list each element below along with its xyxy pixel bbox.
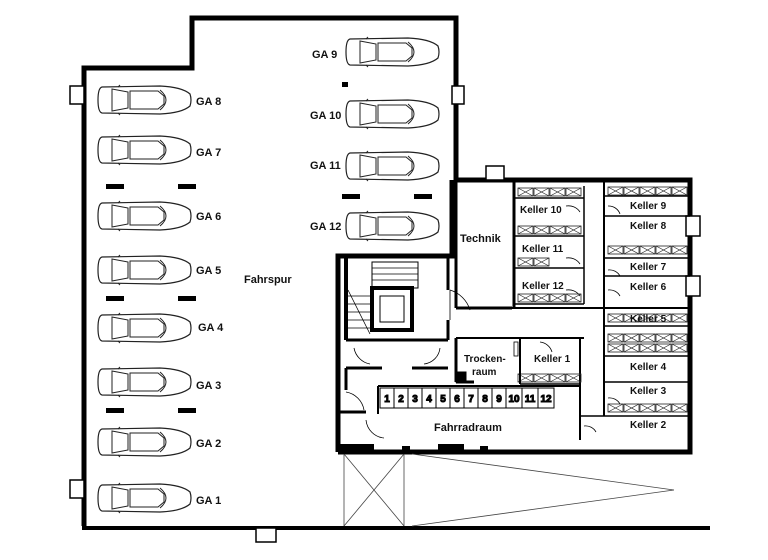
parking-dividers bbox=[106, 82, 432, 413]
bike-slot-label: 12 bbox=[540, 394, 552, 405]
stair-core bbox=[335, 256, 471, 439]
bike-slot-label: 2 bbox=[398, 394, 404, 405]
car-icon bbox=[97, 254, 192, 286]
garage-label-ga2: GA 2 bbox=[196, 438, 221, 450]
garage-ga12[interactable]: GA 12 bbox=[310, 210, 440, 242]
bike-slot-label: 7 bbox=[468, 394, 474, 405]
keller-label-6: Keller 6 bbox=[630, 282, 667, 293]
room-label-fahrspur: Fahrspur bbox=[244, 274, 292, 286]
bike-slot-label: 4 bbox=[426, 394, 432, 405]
keller-12[interactable]: Keller 12 bbox=[522, 281, 564, 292]
garage-label-ga1: GA 1 bbox=[196, 495, 221, 507]
garage-ga10[interactable]: GA 10 bbox=[310, 98, 440, 130]
keller-1[interactable]: Keller 1 bbox=[520, 341, 580, 385]
keller-label-3: Keller 3 bbox=[630, 386, 667, 397]
keller-4[interactable]: Keller 4 bbox=[630, 362, 667, 373]
keller-10[interactable]: Keller 10 bbox=[520, 205, 562, 216]
keller-8[interactable]: Keller 8 bbox=[630, 221, 667, 232]
keller-9[interactable]: Keller 9 bbox=[630, 201, 667, 212]
garage-label-ga3: GA 3 bbox=[196, 380, 221, 392]
car-icon bbox=[97, 200, 192, 232]
keller-label-8: Keller 8 bbox=[630, 221, 667, 232]
bike-slot-label: 1 bbox=[384, 394, 390, 405]
garage-ga8[interactable]: GA 8 bbox=[97, 84, 221, 116]
keller-label-4: Keller 4 bbox=[630, 362, 667, 373]
room-technik[interactable]: Technik bbox=[454, 180, 516, 310]
bike-slot-label: 5 bbox=[440, 394, 446, 405]
garage-ga6[interactable]: GA 6 bbox=[97, 200, 221, 232]
car-icon bbox=[97, 312, 192, 344]
room-trockenraum[interactable]: Trocken- raum bbox=[464, 338, 521, 384]
garage-label-ga8: GA 8 bbox=[196, 96, 221, 108]
garage-label-ga7: GA 7 bbox=[196, 147, 221, 159]
car-icon bbox=[345, 150, 440, 182]
car-icon bbox=[345, 98, 440, 130]
garage-label-ga9: GA 9 bbox=[312, 49, 337, 61]
keller-7[interactable]: Keller 7 bbox=[630, 262, 667, 273]
keller-label-7: Keller 7 bbox=[630, 262, 667, 273]
room-label-technik: Technik bbox=[460, 233, 502, 245]
garage-label-ga11: GA 11 bbox=[310, 160, 341, 172]
car-icon bbox=[97, 482, 192, 514]
car-icon bbox=[97, 134, 192, 166]
bike-slot-label: 8 bbox=[482, 394, 488, 405]
car-icon bbox=[97, 84, 192, 116]
garage-label-ga4: GA 4 bbox=[198, 322, 224, 334]
keller-right-column bbox=[580, 195, 690, 433]
car-icon bbox=[345, 210, 440, 242]
driveway-ramp bbox=[343, 453, 675, 527]
keller-11[interactable]: Keller 11 bbox=[522, 244, 564, 255]
garage-label-ga10: GA 10 bbox=[310, 110, 341, 122]
room-label-trocken-1: Trocken- bbox=[464, 354, 506, 365]
garage-label-ga12: GA 12 bbox=[310, 221, 341, 233]
keller-left-column bbox=[514, 186, 585, 305]
bike-slot-label: 11 bbox=[525, 394, 536, 405]
keller-6[interactable]: Keller 6 bbox=[630, 282, 667, 293]
garage-label-ga6: GA 6 bbox=[196, 211, 221, 223]
garage-ga7[interactable]: GA 7 bbox=[97, 134, 221, 166]
garage-ga4[interactable]: GA 4 bbox=[97, 312, 224, 344]
corridor-walls bbox=[454, 180, 690, 440]
keller-label-12: Keller 12 bbox=[522, 281, 564, 292]
car-icon bbox=[345, 36, 440, 68]
keller-3[interactable]: Keller 3 bbox=[630, 386, 667, 397]
garage-ga9[interactable]: GA 9 bbox=[312, 36, 440, 68]
garage-ga2[interactable]: GA 2 bbox=[97, 426, 221, 458]
bike-slot-label: 10 bbox=[508, 394, 520, 405]
garage-ga1[interactable]: GA 1 bbox=[97, 482, 221, 514]
garage-ga5[interactable]: GA 5 bbox=[97, 254, 221, 286]
wall-pillars bbox=[69, 85, 701, 543]
keller-label-2: Keller 2 bbox=[630, 420, 667, 431]
keller-label-1: Keller 1 bbox=[534, 354, 571, 365]
bike-slot-label: 6 bbox=[454, 394, 460, 405]
keller-label-10: Keller 10 bbox=[520, 205, 562, 216]
bike-slot-label: 9 bbox=[496, 394, 502, 405]
bike-slot[interactable] bbox=[537, 387, 555, 409]
keller-label-11: Keller 11 bbox=[522, 244, 564, 255]
garage-ga3[interactable]: GA 3 bbox=[97, 366, 221, 398]
garage-ga11[interactable]: GA 11 bbox=[310, 150, 440, 182]
lower-wall-segments bbox=[338, 444, 488, 452]
bike-slot-label: 3 bbox=[412, 394, 418, 405]
keller-label-9: Keller 9 bbox=[630, 201, 667, 212]
keller-2[interactable]: Keller 2 bbox=[630, 420, 667, 431]
car-icon bbox=[97, 426, 192, 458]
garage-label-ga5: GA 5 bbox=[196, 265, 221, 277]
room-label-trocken-2: raum bbox=[472, 367, 497, 378]
room-label-fahrradraum: Fahrradraum bbox=[434, 422, 502, 434]
keller-label-5: Keller 5 bbox=[630, 314, 667, 325]
keller-5[interactable]: Keller 5 bbox=[630, 314, 667, 325]
car-icon bbox=[97, 366, 192, 398]
